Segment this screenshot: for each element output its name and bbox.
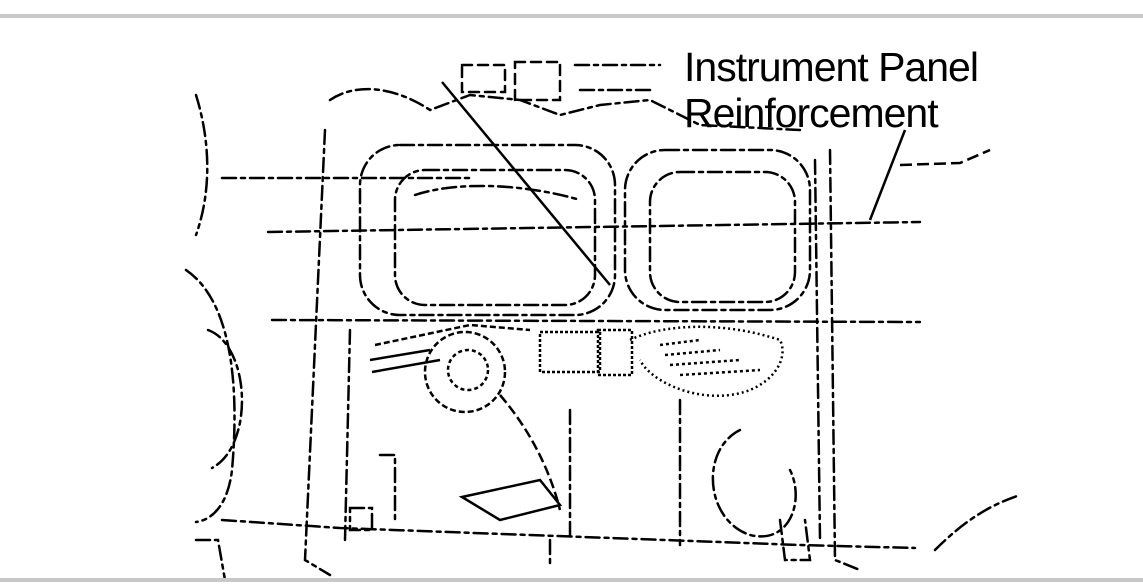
console-frame-right: [828, 148, 862, 572]
steering-hub-inner: [446, 348, 490, 392]
left-gauge-outer: [358, 143, 617, 317]
left-edge-bottom: [194, 538, 227, 582]
vent-block-2: [513, 60, 562, 102]
lower-right-knob: [711, 428, 797, 538]
connector-block-2: [596, 328, 634, 377]
vent-dash: [573, 63, 662, 92]
horizontal-guide-lower: [270, 318, 922, 324]
console-inner-right: [813, 158, 822, 542]
bottom-frame-line: [0, 578, 1143, 582]
console-frame-bottom: [220, 518, 917, 550]
steering-hub-outer: [423, 330, 507, 414]
horizontal-guide-mid: [266, 220, 922, 234]
console-inner-left: [343, 328, 352, 542]
leader-line-main: [441, 81, 611, 286]
left-edge-curve: [194, 93, 209, 237]
callout-line-2: Reinforcement: [684, 90, 939, 136]
leader-line-secondary: [868, 129, 907, 221]
wiring-hatch: [659, 338, 761, 377]
left-knob: [206, 328, 244, 470]
harness-lines: [369, 348, 441, 374]
connector-block: [538, 330, 602, 374]
lower-left-bracket: [378, 453, 397, 522]
left-gauge-inner: [393, 168, 597, 307]
callout-line-1: Instrument Panel: [684, 44, 979, 90]
right-gauge-outer: [623, 148, 812, 312]
harness-left: [374, 323, 531, 347]
left-gauge-detail: [413, 184, 582, 202]
console-frame-left: [303, 128, 332, 577]
instrument-panel-reinforcement-label: Instrument Panel Reinforcement: [684, 44, 979, 136]
vent-block: [460, 63, 507, 94]
right-bracket: [778, 518, 812, 562]
top-frame-line: [0, 14, 1143, 18]
column-stalk: [499, 394, 562, 511]
lever-handle: [458, 478, 563, 522]
left-edge-curve-lower: [184, 268, 236, 524]
small-square-detail: [348, 506, 374, 532]
leader-tail: [899, 148, 991, 167]
dash-top-outline: [328, 87, 802, 132]
lower-right-sweep: [933, 493, 1022, 552]
right-gauge-inner: [648, 170, 797, 304]
wiring-bundle: [629, 325, 784, 398]
